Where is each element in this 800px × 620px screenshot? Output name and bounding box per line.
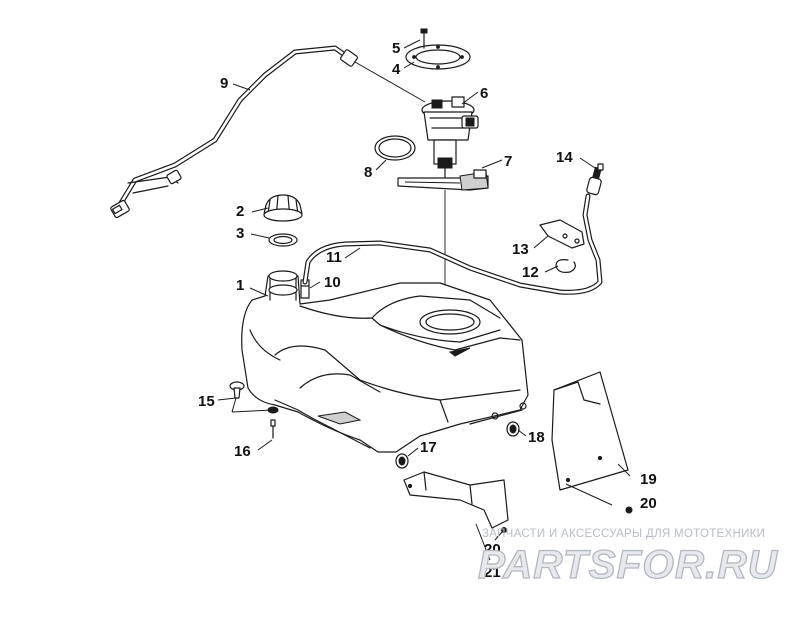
fuel-hose	[302, 193, 603, 295]
heat-shield-front	[403, 471, 509, 529]
part-label-8: 8	[364, 164, 372, 181]
shield-screw	[501, 527, 507, 533]
heat-shield-rear	[551, 371, 629, 491]
watermark: ЗАПЧАСТИ И АКСЕССУАРЫ ДЛЯ МОТОТЕХНИКИ PA…	[477, 528, 778, 588]
part-label-15: 15	[198, 393, 215, 410]
part-label-12: 12	[522, 264, 539, 281]
cap-gasket	[268, 233, 298, 247]
tank-grommet-front	[395, 453, 409, 469]
part-label-18: 18	[528, 429, 545, 446]
pump-retaining-ring	[405, 44, 471, 70]
part-label-7: 7	[504, 153, 512, 170]
tank-grommet-rear	[506, 421, 520, 437]
leader-lines	[217, 39, 631, 561]
fuel-cap	[263, 194, 303, 222]
part-label-1: 1	[236, 277, 244, 294]
part-label-5: 5	[392, 40, 400, 57]
fuel-level-sender	[397, 169, 489, 191]
part-label-14: 14	[556, 149, 573, 166]
pump-o-ring	[374, 135, 416, 161]
hose-bracket	[539, 219, 585, 249]
part-label-10: 10	[324, 274, 341, 291]
watermark-tagline: ЗАПЧАСТИ И АКСЕССУАРЫ ДЛЯ МОТОТЕХНИКИ	[482, 528, 765, 540]
part-label-2: 2	[236, 203, 244, 220]
part-label-20: 20	[640, 495, 657, 512]
fuel-line-connector	[586, 163, 604, 196]
part-label-4: 4	[392, 61, 401, 78]
vent-hose	[110, 45, 426, 219]
part-labels: 1 2 3 4 5 6 7 8 9 10 11 12 13 14 15 16 1…	[198, 40, 657, 581]
part-label-3: 3	[236, 225, 244, 242]
part-label-20-lower: 20	[484, 541, 501, 558]
part-label-9: 9	[220, 75, 228, 92]
part-label-11: 11	[326, 249, 342, 266]
fuel-tank	[241, 270, 529, 453]
watermark-logo: PARTSFOR.RU	[478, 543, 778, 587]
part-label-19: 19	[640, 471, 657, 488]
part-label-6: 6	[480, 85, 488, 102]
part-label-21: 21	[484, 564, 501, 581]
hose-clamp	[555, 259, 576, 273]
part-label-13: 13	[512, 241, 529, 258]
tank-washer	[267, 406, 279, 439]
shield-screw	[625, 506, 633, 514]
part-label-17: 17	[420, 439, 437, 456]
part-label-16: 16	[234, 443, 251, 460]
pump-screw	[420, 28, 428, 49]
fuel-pump-assembly	[421, 96, 479, 187]
push-rivet	[229, 381, 245, 399]
